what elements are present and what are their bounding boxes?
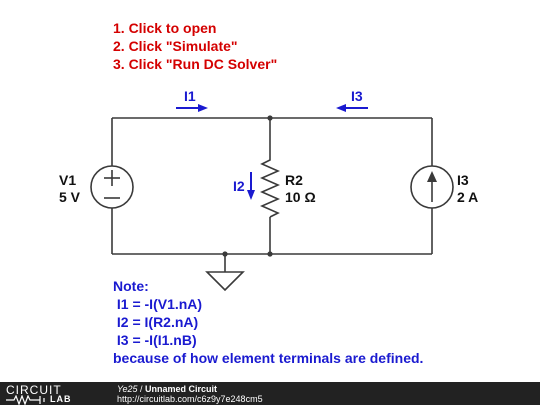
wires <box>111 117 433 272</box>
circuit-meta: Ye25 / Unnamed Circuit http://circuitlab… <box>117 384 263 404</box>
current-source-i3[interactable] <box>410 165 454 209</box>
r2-value-label: 10 Ω <box>285 189 316 205</box>
footer-bar: CIRCUIT LAB Ye25 / Unnamed Circuit http:… <box>0 382 540 405</box>
voltage-source-v1[interactable] <box>90 165 134 209</box>
i3-value-label: 2 A <box>457 189 478 205</box>
current-i3-label: I3 <box>351 88 363 104</box>
circuit-title[interactable]: Unnamed Circuit <box>145 384 218 394</box>
instruction-step-2: 2. Click "Simulate" <box>113 38 238 54</box>
current-i2-label: I2 <box>233 178 245 194</box>
logo-wave-icon <box>6 395 45 405</box>
author-link[interactable]: Ye25 <box>117 384 138 394</box>
note-line-1: I1 = -I(V1.nA) <box>113 296 202 312</box>
note-line-2: I2 = I(R2.nA) <box>113 314 198 330</box>
current-i1-arrow-icon <box>176 104 208 112</box>
logo-text-bottom: LAB <box>50 394 72 404</box>
junction-dot-top <box>267 115 273 121</box>
meta-separator: / <box>137 384 146 394</box>
circuit-schematic[interactable]: 1. Click to open 2. Click "Simulate" 3. … <box>0 0 540 382</box>
instruction-step-3: 3. Click "Run DC Solver" <box>113 56 277 72</box>
v1-name-label: V1 <box>59 172 76 188</box>
note-line-4: because of how element terminals are def… <box>113 350 423 366</box>
i3-name-label: I3 <box>457 172 469 188</box>
logo-text-top: CIRCUIT <box>6 383 62 397</box>
v1-value-label: 5 V <box>59 189 81 205</box>
current-i3-arrow-icon <box>336 104 368 112</box>
current-i1-label: I1 <box>184 88 196 104</box>
resistor-r2-icon[interactable] <box>260 156 280 218</box>
circuitlab-logo[interactable]: CIRCUIT LAB <box>6 383 106 405</box>
junction-dot-ground <box>222 251 228 257</box>
r2-name-label: R2 <box>285 172 303 188</box>
current-i2-arrow-icon <box>247 172 255 200</box>
voltage-source-icon <box>90 165 134 209</box>
note-heading: Note: <box>113 278 149 294</box>
instruction-step-1: 1. Click to open <box>113 20 216 36</box>
note-line-3: I3 = -I(I1.nB) <box>113 332 197 348</box>
junction-dot-bottom <box>267 251 273 257</box>
circuit-url[interactable]: http://circuitlab.com/c6z9y7e248cm5 <box>117 394 263 404</box>
ground-icon <box>205 271 245 292</box>
